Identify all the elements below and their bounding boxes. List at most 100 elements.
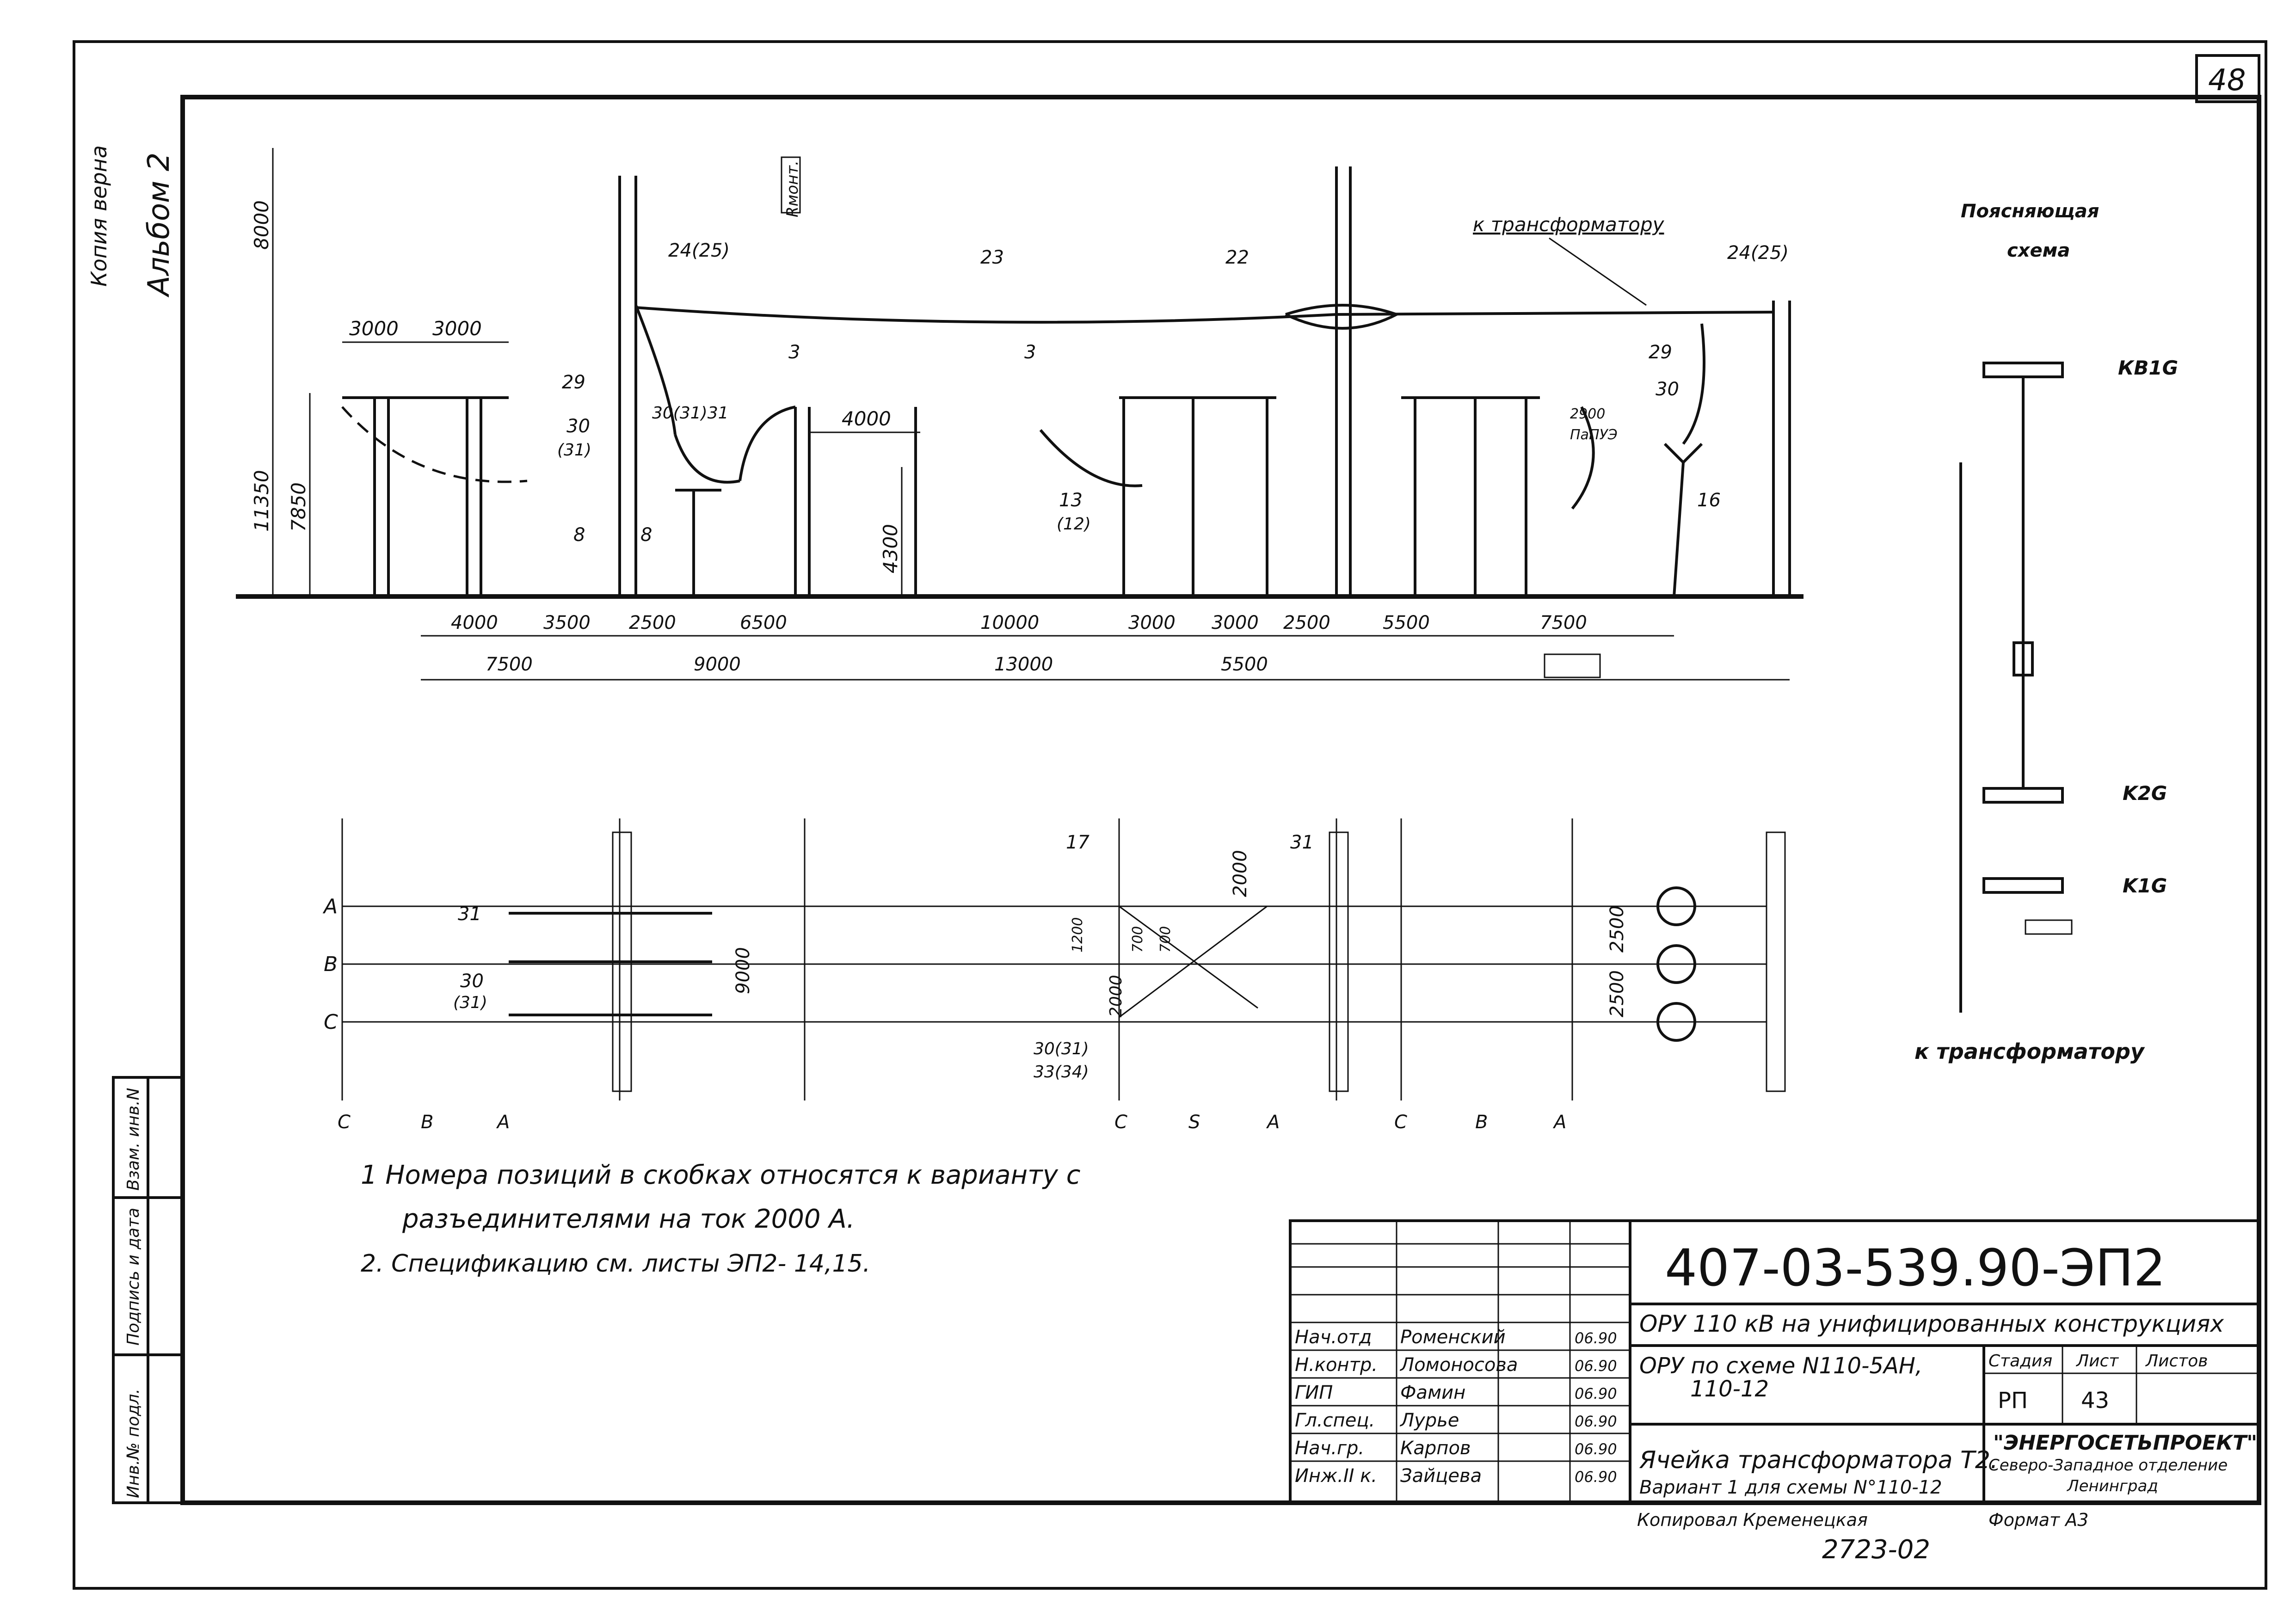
plan-pos-17: 17 — [1066, 832, 1090, 853]
phase-label-c: C — [324, 1010, 338, 1034]
dim-height-7850: 7850 — [287, 482, 310, 532]
role-1: Н.контр. — [1295, 1354, 1378, 1376]
plan-view: A B C C B A C S A C B A 9000 2000 1200 7… — [322, 818, 1786, 1133]
pos-29-right: 29 — [1649, 342, 1672, 363]
dim-b1-1: 3500 — [543, 612, 591, 633]
plan-dim-2500-b: 2500 — [1607, 970, 1628, 1017]
scheme-label-k2g: K2G — [2123, 782, 2167, 805]
dim-b2-3: 5500 — [1221, 654, 1268, 675]
plan-dim-1200: 1200 — [1070, 917, 1086, 953]
org-branch: Северо-Западное отделение — [1988, 1456, 2228, 1475]
plan-bottom-a-1: A — [496, 1112, 510, 1133]
role-0: Нач.отд — [1295, 1327, 1372, 1348]
date-5: 06.90 — [1575, 1468, 1617, 1486]
plan-dim-700-a: 700 — [1130, 926, 1146, 953]
sheet-number-box — [2195, 54, 2260, 103]
plan-dim-2000-top: 2000 — [1230, 850, 1251, 897]
role-5: Инж.II к. — [1295, 1465, 1377, 1487]
plan-pos-31-paren: (31) — [453, 993, 487, 1012]
pos-24-25-right: 24(25) — [1727, 242, 1789, 264]
dim-height-11350: 11350 — [250, 470, 273, 532]
side-stamp-replace: Взам. инв.N — [124, 1088, 143, 1191]
dim-top-3000-b: 3000 — [432, 317, 482, 340]
side-stamp-signature: Подпись и дата — [124, 1208, 143, 1346]
scheme-title-1: Поясняющая — [1961, 201, 2099, 222]
plan-dim-2500-a: 2500 — [1607, 905, 1628, 953]
pos-13: 13 — [1059, 490, 1083, 511]
elevation-view: 8000 11350 7850 4300 3000 3000 4000 4000… — [236, 148, 1804, 681]
plan-pos-30: 30 — [460, 971, 484, 992]
role-3: Гл.спец. — [1295, 1410, 1375, 1431]
sheet-number: 48 — [2208, 63, 2246, 98]
note-2: 2. Спецификацию см. листы ЭП2- 14,15. — [361, 1250, 870, 1278]
name-1: Ломоносова — [1399, 1354, 1518, 1376]
note-1-line-1: 1 Номера позиций в скобках относятся к в… — [361, 1160, 1081, 1190]
pos-8-a: 8 — [573, 524, 585, 546]
plan-bottom-b-1: B — [421, 1112, 433, 1133]
dim-top-3000-a: 3000 — [349, 317, 399, 340]
scheme-to-transformer: к трансформатору — [1914, 1039, 2145, 1064]
plan-dim-9000: 9000 — [733, 947, 754, 994]
pos-29-left: 29 — [562, 372, 585, 393]
plan-bottom-c-2: C — [1114, 1112, 1127, 1133]
plan-bottom-c-1: C — [338, 1112, 351, 1133]
dim-b1-3: 6500 — [740, 612, 787, 633]
sheet-header: Лист — [2075, 1352, 2119, 1371]
plan-bottom-c-3: C — [1394, 1112, 1407, 1133]
plan-dim-700-b: 700 — [1157, 926, 1174, 953]
scheme-ref-1: ОРУ по схеме N110-5АН, — [1639, 1353, 1922, 1379]
sheets-header: Листов — [2145, 1352, 2208, 1371]
plan-bottom-s-2: S — [1188, 1112, 1200, 1133]
stage-header: Стадия — [1988, 1352, 2052, 1371]
drawing-code: 407-03-539.90-ЭП2 — [1665, 1238, 2166, 1297]
paper-format: Формат А3 — [1988, 1510, 2088, 1530]
pos-12: (12) — [1057, 515, 1091, 534]
plan-dim-2000-left: 2000 — [1107, 975, 1126, 1017]
dim-top-4000: 4000 — [842, 407, 891, 430]
dim-height-8000: 8000 — [250, 200, 273, 250]
note-1-line-2: разъединителями на ток 2000 А. — [402, 1204, 855, 1234]
sheet-value: 43 — [2081, 1388, 2109, 1414]
scheme-title-2: схема — [2007, 240, 2070, 261]
date-1: 06.90 — [1575, 1357, 1617, 1375]
to-transformer-top: к трансформатору — [1473, 213, 1665, 236]
pos-16: 16 — [1697, 490, 1721, 511]
role-2: ГИП — [1295, 1382, 1333, 1403]
name-3: Лурье — [1399, 1410, 1459, 1431]
phase-label-b: B — [324, 953, 338, 976]
pos-30-31-31: 30(31)31 — [652, 404, 729, 423]
name-4: Карпов — [1400, 1438, 1471, 1459]
plan-bottom-a-3: A — [1552, 1112, 1566, 1133]
name-5: Зайцева — [1400, 1465, 1482, 1487]
r-mont-label: Rмонт. — [783, 160, 802, 217]
dim-b1-7: 2500 — [1283, 612, 1330, 633]
phase-label-a: A — [322, 895, 338, 918]
object-title: ОРУ 110 кВ на унифицированных конструкци… — [1639, 1310, 2224, 1337]
date-4: 06.90 — [1575, 1440, 1617, 1458]
dim-height-4300: 4300 — [879, 524, 902, 573]
drawing-title-1: Ячейка трансформатора Т2. — [1639, 1446, 1998, 1474]
clearance-2900: 2900 — [1570, 406, 1605, 422]
stage-value: РП — [1998, 1388, 2028, 1414]
title-block: Нач.отд Роменский 06.90 Н.контр. Ломонос… — [1289, 1219, 2260, 1504]
pos-8-b: 8 — [640, 524, 652, 546]
dim-b1-4: 10000 — [980, 612, 1039, 633]
name-2: Фамин — [1400, 1382, 1465, 1403]
pos-31-left: (31) — [557, 441, 591, 460]
dim-b1-8: 5500 — [1383, 612, 1430, 633]
dim-b1-9: 7500 — [1540, 612, 1587, 633]
side-stamp-inv: Инв.№ подл. — [124, 1389, 143, 1498]
dim-b2-1: 9000 — [694, 654, 741, 675]
drawing-title-2: Вариант 1 для схемы N°110-12 — [1639, 1477, 1942, 1498]
dim-b1-6: 3000 — [1212, 612, 1259, 633]
date-2: 06.90 — [1575, 1385, 1617, 1402]
plan-pos-30-31: 30(31) — [1034, 1039, 1089, 1058]
dim-b1-0: 4000 — [451, 612, 498, 633]
explanatory-scheme: Поясняющая схема КВ1G K2G K1G к трансфор… — [1914, 201, 2178, 1064]
role-4: Нач.гр. — [1295, 1438, 1364, 1459]
scheme-ref-2: 110-12 — [1690, 1376, 1769, 1402]
dim-b2-2: 13000 — [994, 654, 1053, 675]
scheme-label-kb1g: КВ1G — [2118, 357, 2178, 379]
